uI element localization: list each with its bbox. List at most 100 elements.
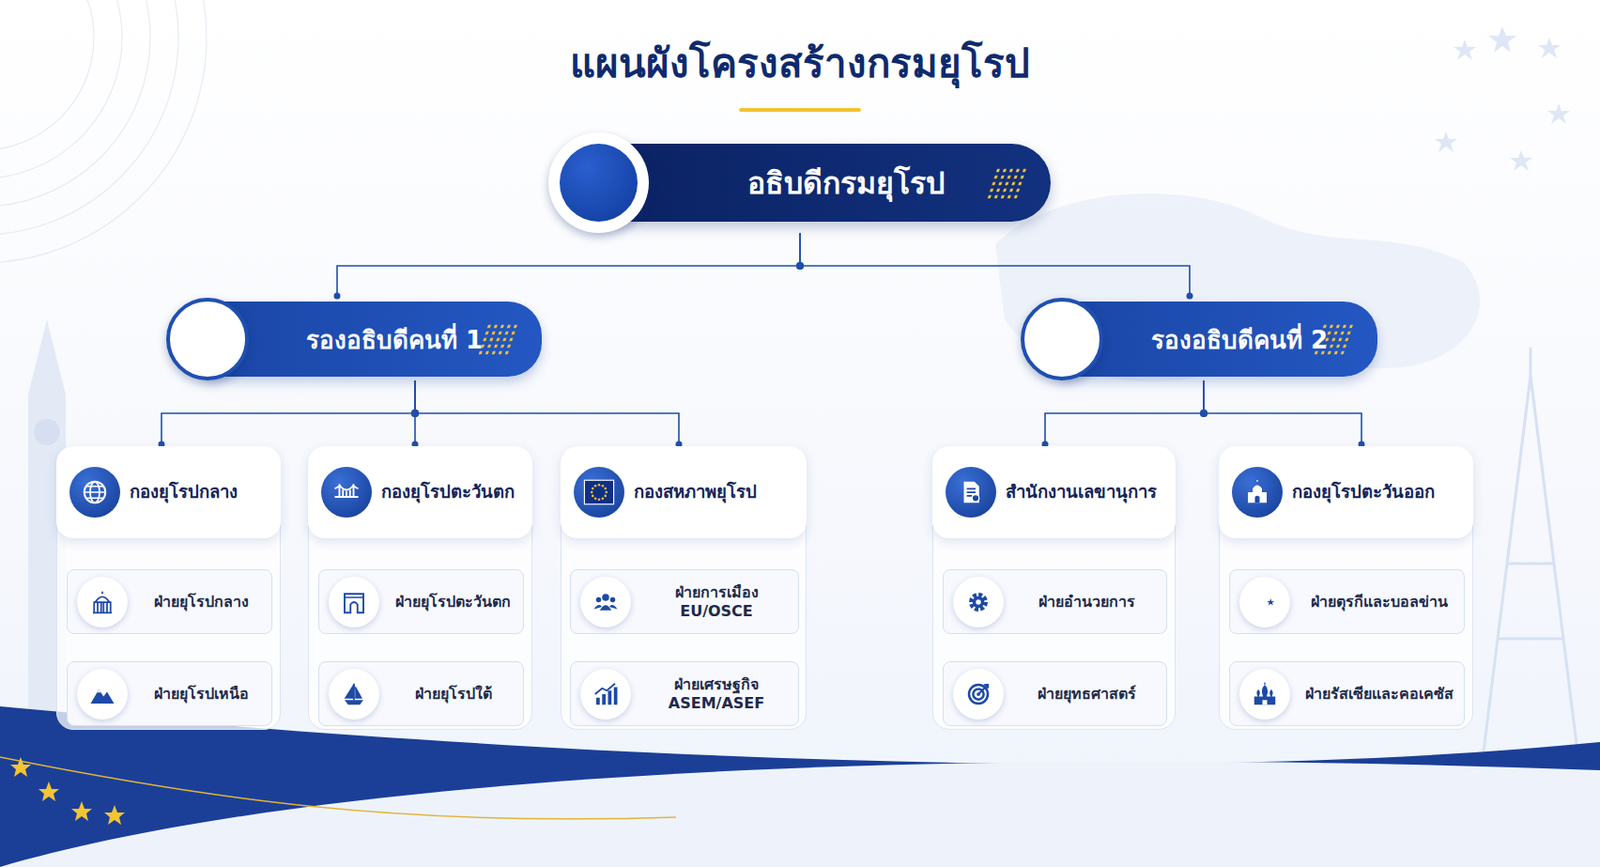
- ring-circle: [548, 132, 649, 233]
- icon-circle: [1231, 466, 1283, 518]
- section-box: ฝ่ายตุรกีและบอลข่าน: [1229, 569, 1465, 634]
- section-label: ฝ่ายตุรกีและบอลข่าน: [1301, 592, 1457, 612]
- icon-circle: [953, 576, 1004, 628]
- icon-circle: [69, 466, 121, 518]
- division-label: กองยุโรปตะวันตก: [381, 480, 515, 503]
- bottom-wave-light: [0, 761, 1600, 867]
- card-header: กองยุโรปตะวันออก: [1218, 446, 1474, 539]
- icon-circle: [1239, 576, 1291, 628]
- connector-group: [1200, 380, 1366, 448]
- section-label: ฝ่ายยุโรปเหนือ: [138, 684, 264, 704]
- section-box: ฝ่ายอำนวยการ: [942, 569, 1168, 634]
- connector-group: [158, 380, 420, 448]
- role-label: รองอธิบดีคนที่ 1: [306, 320, 483, 359]
- division-card: สำนักงานเลขานุการฝ่ายอำนวยการฝ่ายยุทธศาส…: [932, 446, 1176, 730]
- node-icon: [88, 679, 117, 708]
- icon-circle: [328, 576, 380, 628]
- division-label: กองยุโรปกลาง: [129, 480, 238, 503]
- connector-group: [796, 232, 1194, 300]
- icon-circle: [580, 576, 631, 628]
- connector-group: [334, 232, 805, 300]
- division-card: กองสหภาพยุโรปฝ่ายการเมือง EU/OSCE ฝ่ายเศร…: [560, 446, 807, 730]
- division-card: กองยุโรปตะวันตกฝ่ายยุโรปตะวันตกฝ่ายยุโรป…: [307, 446, 533, 730]
- section-box: ฝ่ายยุโรปเหนือ: [66, 661, 273, 726]
- section-box: ฝ่ายการเมือง EU/OSCE: [569, 569, 800, 634]
- faint-eiffel-tower: [1483, 347, 1578, 752]
- section-label: ฝ่ายรัสเซียและคอเคซัส: [1301, 684, 1457, 704]
- icon-circle: [580, 668, 631, 720]
- junction-dot: [1200, 409, 1208, 417]
- card-header: กองสหภาพยุโรป: [560, 446, 807, 539]
- section-box: ฝ่ายยุโรปใต้: [318, 661, 524, 726]
- ring-circle: [1020, 297, 1104, 381]
- end-dot: [1186, 292, 1194, 300]
- node-icon: [964, 679, 993, 708]
- card-header: กองยุโรปตะวันตก: [307, 446, 533, 539]
- role-label: รองอธิบดีคนที่ 2: [1151, 320, 1328, 359]
- junction-dot: [411, 409, 419, 417]
- section-label: ฝ่ายยุโรปตะวันตก: [390, 592, 516, 612]
- node-icon: [88, 587, 117, 616]
- arc-lines: [0, 0, 207, 263]
- org-connector: [800, 232, 1190, 298]
- section-box: ฝ่ายยุทธศาสตร์: [942, 661, 1168, 726]
- node-icon: [591, 679, 620, 708]
- junction-dot: [411, 409, 419, 417]
- node-icon: [339, 587, 369, 616]
- org-connector: [161, 380, 416, 447]
- section-box: ฝ่ายยุโรปกลาง: [66, 569, 273, 634]
- connector-group: [1042, 380, 1209, 448]
- division-card: กองยุโรปตะวันออกฝ่ายตุรกีและบอลข่านฝ่ายร…: [1218, 446, 1474, 730]
- division-label: สำนักงานเลขานุการ: [1005, 480, 1157, 503]
- deputy-box: รองอธิบดีคนที่ 2: [1020, 297, 1378, 381]
- section-box: ฝ่ายยุโรปตะวันตก: [318, 569, 524, 634]
- icon-circle: [953, 668, 1004, 720]
- section-label: ฝ่ายยุโรปกลาง: [138, 592, 264, 612]
- section-label: ฝ่ายอำนวยการ: [1015, 592, 1159, 612]
- org-connector: [415, 380, 679, 447]
- node-icon: [1250, 587, 1279, 616]
- org-connector: [337, 232, 800, 298]
- junction-dot: [796, 261, 804, 270]
- gold-line: [0, 756, 677, 819]
- card-header: กองยุโรปกลาง: [56, 446, 281, 539]
- junction-dot: [1200, 409, 1208, 417]
- node-icon: [1250, 679, 1279, 708]
- director-box: อธิบดีกรมยุโรป: [548, 132, 1051, 233]
- icon-circle: [328, 668, 380, 720]
- node-icon: [1243, 477, 1272, 507]
- section-label: ฝ่ายเศรษฐกิจ ASEM/ASEF: [642, 675, 791, 713]
- pill-body: อธิบดีกรมยุโรป: [593, 143, 1051, 222]
- division-label: กองสหภาพยุโรป: [633, 480, 757, 503]
- card-header: สำนักงานเลขานุการ: [932, 446, 1176, 539]
- end-dot: [334, 292, 341, 300]
- node-icon: [964, 587, 993, 616]
- diagram-title: แผนผังโครงสร้างกรมยุโรป: [0, 31, 1600, 94]
- icon-circle: [76, 576, 128, 628]
- faint-map: [995, 193, 1480, 382]
- node-icon: [583, 476, 616, 508]
- node-icon: [80, 477, 109, 507]
- division-label: กองยุโรปตะวันออก: [1292, 480, 1435, 503]
- node-icon: [956, 477, 985, 507]
- section-label: ฝ่ายยุทธศาสตร์: [1015, 684, 1159, 704]
- title-underline: [738, 107, 862, 112]
- gold-stars: [10, 756, 125, 825]
- bottom-wave: [0, 706, 1600, 867]
- role-label: อธิบดีกรมยุโรป: [747, 158, 945, 207]
- org-connector: [1203, 380, 1362, 447]
- icon-circle: [945, 466, 997, 518]
- icon-circle: [1239, 668, 1291, 720]
- section-label: ฝ่ายยุโรปใต้: [390, 684, 516, 704]
- section-box: ฝ่ายเศรษฐกิจ ASEM/ASEF: [569, 661, 800, 726]
- icon-circle: [76, 668, 128, 720]
- node-icon: [591, 587, 620, 616]
- faint-stars: [1434, 26, 1570, 171]
- node-icon: [332, 477, 361, 507]
- junction-dot: [796, 261, 804, 270]
- connector-group: [411, 380, 683, 448]
- section-box: ฝ่ายรัสเซียและคอเคซัส: [1229, 661, 1465, 726]
